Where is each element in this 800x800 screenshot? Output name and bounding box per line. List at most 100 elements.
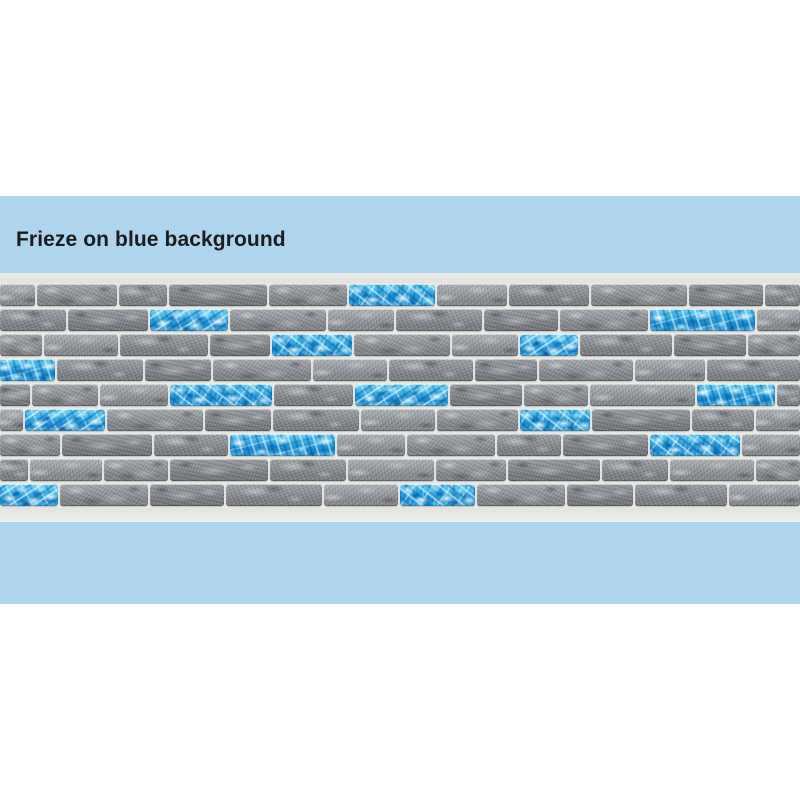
brick-row [0,433,800,458]
glass-mosaic-brick [400,484,475,506]
stone-brick [437,284,507,306]
glass-mosaic-brick [150,309,228,331]
stone-brick [361,409,435,431]
stone-brick [226,484,322,506]
stone-brick [230,309,326,331]
stone-brick [150,484,224,506]
stone-brick [477,484,565,506]
stone-brick [0,284,35,306]
stone-brick [563,434,648,456]
stone-brick [100,384,168,406]
stone-brick [354,334,450,356]
stone-brick [68,309,148,331]
stone-brick [337,434,405,456]
stone-brick [450,384,522,406]
stone-brick [707,359,800,381]
stone-brick [30,459,102,481]
frieze-caption: Frieze on blue background [16,228,286,251]
stone-brick [591,284,687,306]
glass-mosaic-brick [170,384,272,406]
stone-brick [757,309,800,331]
stone-brick [0,384,30,406]
brick-row [0,308,800,333]
stone-brick [324,484,398,506]
stone-brick [635,359,705,381]
stone-brick [274,384,353,406]
brick-row [0,408,800,433]
stone-brick [396,309,482,331]
stone-brick [270,459,346,481]
stone-brick [0,309,66,331]
stone-brick [37,284,117,306]
stone-brick [777,384,800,406]
brick-row [0,333,800,358]
frieze-bottom-grout-edge [0,508,800,522]
glass-mosaic-brick [272,334,352,356]
stone-brick [674,334,746,356]
stone-brick [765,284,800,306]
stone-brick [539,359,633,381]
stone-brick [389,359,473,381]
glass-mosaic-brick [230,434,335,456]
stone-brick [475,359,537,381]
stone-brick [44,334,118,356]
stone-brick [154,434,228,456]
glass-mosaic-brick [355,384,448,406]
stone-brick [452,334,518,356]
glass-mosaic-brick [349,284,435,306]
glass-mosaic-brick [520,409,590,431]
stone-brick [524,384,588,406]
stone-brick [670,459,754,481]
stone-brick [57,359,143,381]
stone-brick [313,359,387,381]
stone-brick [62,434,152,456]
brick-row [0,483,800,508]
stone-brick [692,409,754,431]
stone-brick [560,309,648,331]
stone-brick [120,334,208,356]
stone-brick [104,459,168,481]
glass-mosaic-brick [0,359,55,381]
stone-brick [756,409,800,431]
stone-brick [508,459,600,481]
glass-mosaic-brick [650,309,755,331]
stone-brick [635,484,727,506]
stone-brick [689,284,763,306]
stone-brick [484,309,558,331]
stone-brick [436,459,506,481]
glass-mosaic-brick [650,434,740,456]
stone-brick [590,384,695,406]
frieze-tile-band [0,273,800,522]
stone-brick [592,409,690,431]
brick-row [0,458,800,483]
stone-brick [756,459,800,481]
stone-brick [0,434,60,456]
stone-brick [729,484,800,506]
stone-brick [509,284,589,306]
stone-brick [497,434,561,456]
stone-brick [32,384,98,406]
brick-row [0,283,800,308]
stone-brick [170,459,268,481]
stone-brick [210,334,270,356]
stone-brick [205,409,271,431]
stone-brick [0,334,42,356]
stone-brick [748,334,800,356]
stone-brick [348,459,434,481]
glass-mosaic-brick [697,384,775,406]
stone-brick [213,359,311,381]
stone-brick [119,284,167,306]
glass-mosaic-brick [520,334,578,356]
brick-wall [0,283,800,508]
stone-brick [437,409,518,431]
stone-brick [602,459,668,481]
stone-brick [169,284,267,306]
stone-brick [0,409,23,431]
stone-brick [60,484,148,506]
brick-row [0,383,800,408]
stone-brick [328,309,394,331]
stone-brick [145,359,211,381]
stone-brick [742,434,800,456]
stone-brick [580,334,672,356]
